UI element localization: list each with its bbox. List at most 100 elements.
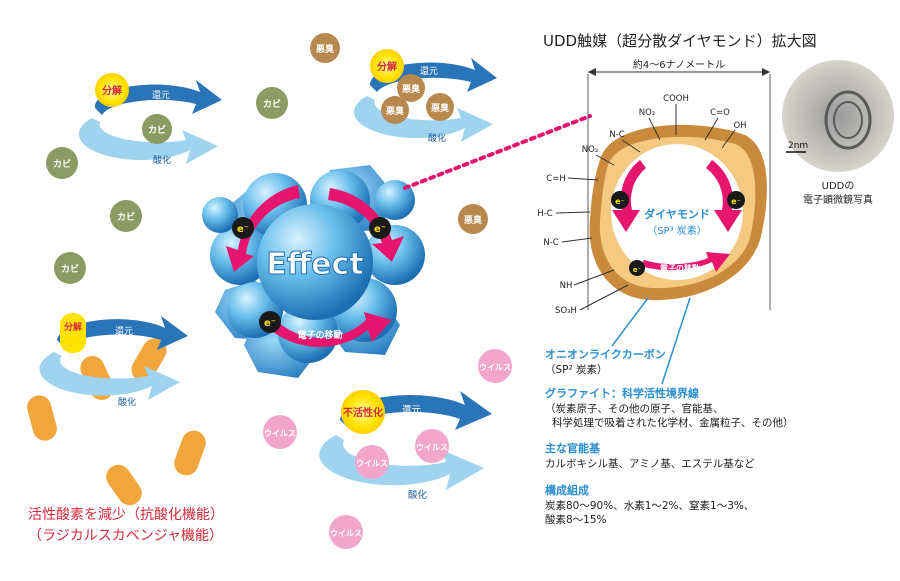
electron-symbol: e⁻	[731, 197, 741, 206]
electron-icon	[259, 311, 281, 333]
odor-label: 悪臭	[386, 105, 405, 117]
functional-groups: COOH NO₂ C=O N-C OH NO₂ C=H H-C N-C NH S…	[537, 94, 746, 316]
odor-blob	[381, 96, 409, 124]
composition-line: 酸素8〜15%	[545, 513, 607, 526]
group-label: SO₃H	[555, 306, 577, 316]
odor-label: 悪臭	[431, 102, 450, 114]
mold-spore: カビ	[256, 87, 288, 119]
microscope-particle	[824, 90, 872, 150]
odor-blob: 悪臭	[458, 204, 488, 234]
virus-label: ウイルス	[264, 429, 296, 438]
footer-line: 活性酸素を減少（抗酸化機能）	[28, 506, 224, 523]
electron-arrow	[226, 185, 300, 272]
electron-icon	[611, 191, 629, 209]
action-burst	[341, 390, 385, 434]
core-label: ダイヤモンド	[644, 207, 710, 221]
mold-label: カビ	[148, 124, 166, 136]
virus-particle: ウイルス	[478, 349, 512, 383]
reduce-label: 還元	[115, 325, 133, 337]
oxidize-arrow	[39, 352, 181, 400]
electron-arrow	[328, 188, 404, 262]
group-label: OH	[733, 121, 746, 131]
reduce-arrow	[57, 316, 188, 350]
group-label: NH	[560, 281, 573, 291]
oxidize-arrow	[353, 96, 493, 142]
onion-title: オニオンライクカーボン	[545, 347, 666, 361]
composition-title: 構成組成	[545, 483, 589, 497]
odor-blob	[397, 74, 425, 102]
reduce-label: 還元	[152, 89, 170, 101]
udd-cluster: e⁻ e⁻ e⁻ Effect 電子の移動	[202, 165, 425, 378]
odor-label: 悪臭	[464, 214, 483, 226]
electron-arrow	[265, 312, 392, 348]
electron-symbol: e⁻	[374, 224, 386, 235]
cycle-top-right: 分解 悪臭 悪臭 悪臭 還元 酸化	[353, 49, 497, 144]
group-label: H-C	[537, 209, 552, 219]
graphite-line: 科学処理で吸着された化学材、金属粒子、その他）	[552, 416, 794, 429]
oxidize-label: 酸化	[408, 489, 428, 501]
core-sub-label: （SP³ 炭素）	[647, 224, 707, 237]
group-label: N-C	[543, 238, 558, 248]
group-label: C=O	[710, 108, 730, 118]
virus-label: ウイルス	[479, 363, 511, 372]
electron-arrow	[640, 252, 730, 272]
action-capsule	[60, 313, 86, 353]
zoom-connector	[403, 114, 592, 190]
action-label: 分解	[102, 84, 122, 97]
oxidize-arrow	[319, 435, 484, 490]
photo-caption: 電子顕微鏡写真	[803, 193, 873, 206]
odor-blob	[426, 93, 454, 121]
reduce-label: 還元	[420, 65, 438, 77]
scale-label: 2nm	[788, 141, 808, 151]
microscope-particle	[833, 101, 863, 139]
electron-icon	[369, 217, 391, 239]
onion-sub: （SP² 炭素）	[545, 363, 608, 376]
footer-line: （ラジカルスカベンジャ機能）	[28, 528, 223, 544]
mold-spore: カビ	[110, 200, 142, 232]
size-label: 約4〜6ナノメートル	[633, 58, 725, 71]
odor-label: 悪臭	[316, 43, 335, 55]
functional-text: カルボキシル基、アミノ基、エステル基など	[545, 457, 755, 470]
graphite-line: （炭素原子、その他の原子、官能基、	[545, 402, 724, 415]
mold-label: カビ	[61, 263, 79, 275]
oxidize-arrow	[78, 118, 219, 164]
virus-particle: ウイルス	[329, 515, 363, 549]
virus-particle	[415, 429, 449, 463]
virus-label: ウイルス	[330, 529, 362, 538]
virus-label: ウイルス	[416, 443, 448, 452]
diamond-core	[611, 144, 743, 280]
action-label: 分解	[64, 321, 82, 333]
mold-spore: カビ	[54, 252, 86, 284]
action-burst	[95, 73, 129, 107]
cycle-bottom-right: 不活性化 ウイルス ウイルス 還元 酸化	[319, 390, 492, 501]
virus-particle	[355, 445, 389, 479]
action-burst	[370, 49, 404, 83]
mold-label: カビ	[53, 158, 71, 170]
bacteria-capsule	[106, 464, 142, 506]
electron-move-label: 電子の移動	[660, 263, 700, 273]
electron-symbol: e⁻	[615, 197, 625, 206]
bacteria-capsule	[27, 395, 57, 441]
microscope-photo	[782, 60, 894, 172]
electron-arrow	[706, 160, 742, 232]
size-indicator: 約4〜6ナノメートル	[587, 58, 771, 310]
electron-arrow	[612, 160, 646, 232]
composition-line: 炭素80〜90%、水素1〜2%、窒素1〜3%、	[545, 499, 754, 512]
electron-move-label: 電子の移動	[297, 329, 342, 341]
electron-symbol: e⁻	[633, 266, 642, 274]
mold-spore: カビ	[46, 147, 78, 179]
photo-caption: UDDの	[822, 181, 855, 192]
cycle-bottom-left: 分解 還元 酸化	[39, 313, 188, 408]
odor-label: 悪臭	[402, 83, 421, 95]
group-label: NO₂	[582, 145, 598, 155]
effect-label: Effect	[266, 247, 363, 282]
group-label: N-C	[609, 130, 624, 140]
action-label: 分解	[377, 60, 397, 73]
oxidize-label: 酸化	[118, 396, 136, 408]
mold-label: カビ	[117, 211, 135, 223]
functional-title: 主な官能基	[545, 441, 601, 455]
virus-particle: ウイルス	[263, 415, 297, 449]
leader-line	[661, 297, 691, 385]
virus-label: ウイルス	[356, 459, 388, 468]
odor-blob: 悪臭	[310, 33, 340, 63]
